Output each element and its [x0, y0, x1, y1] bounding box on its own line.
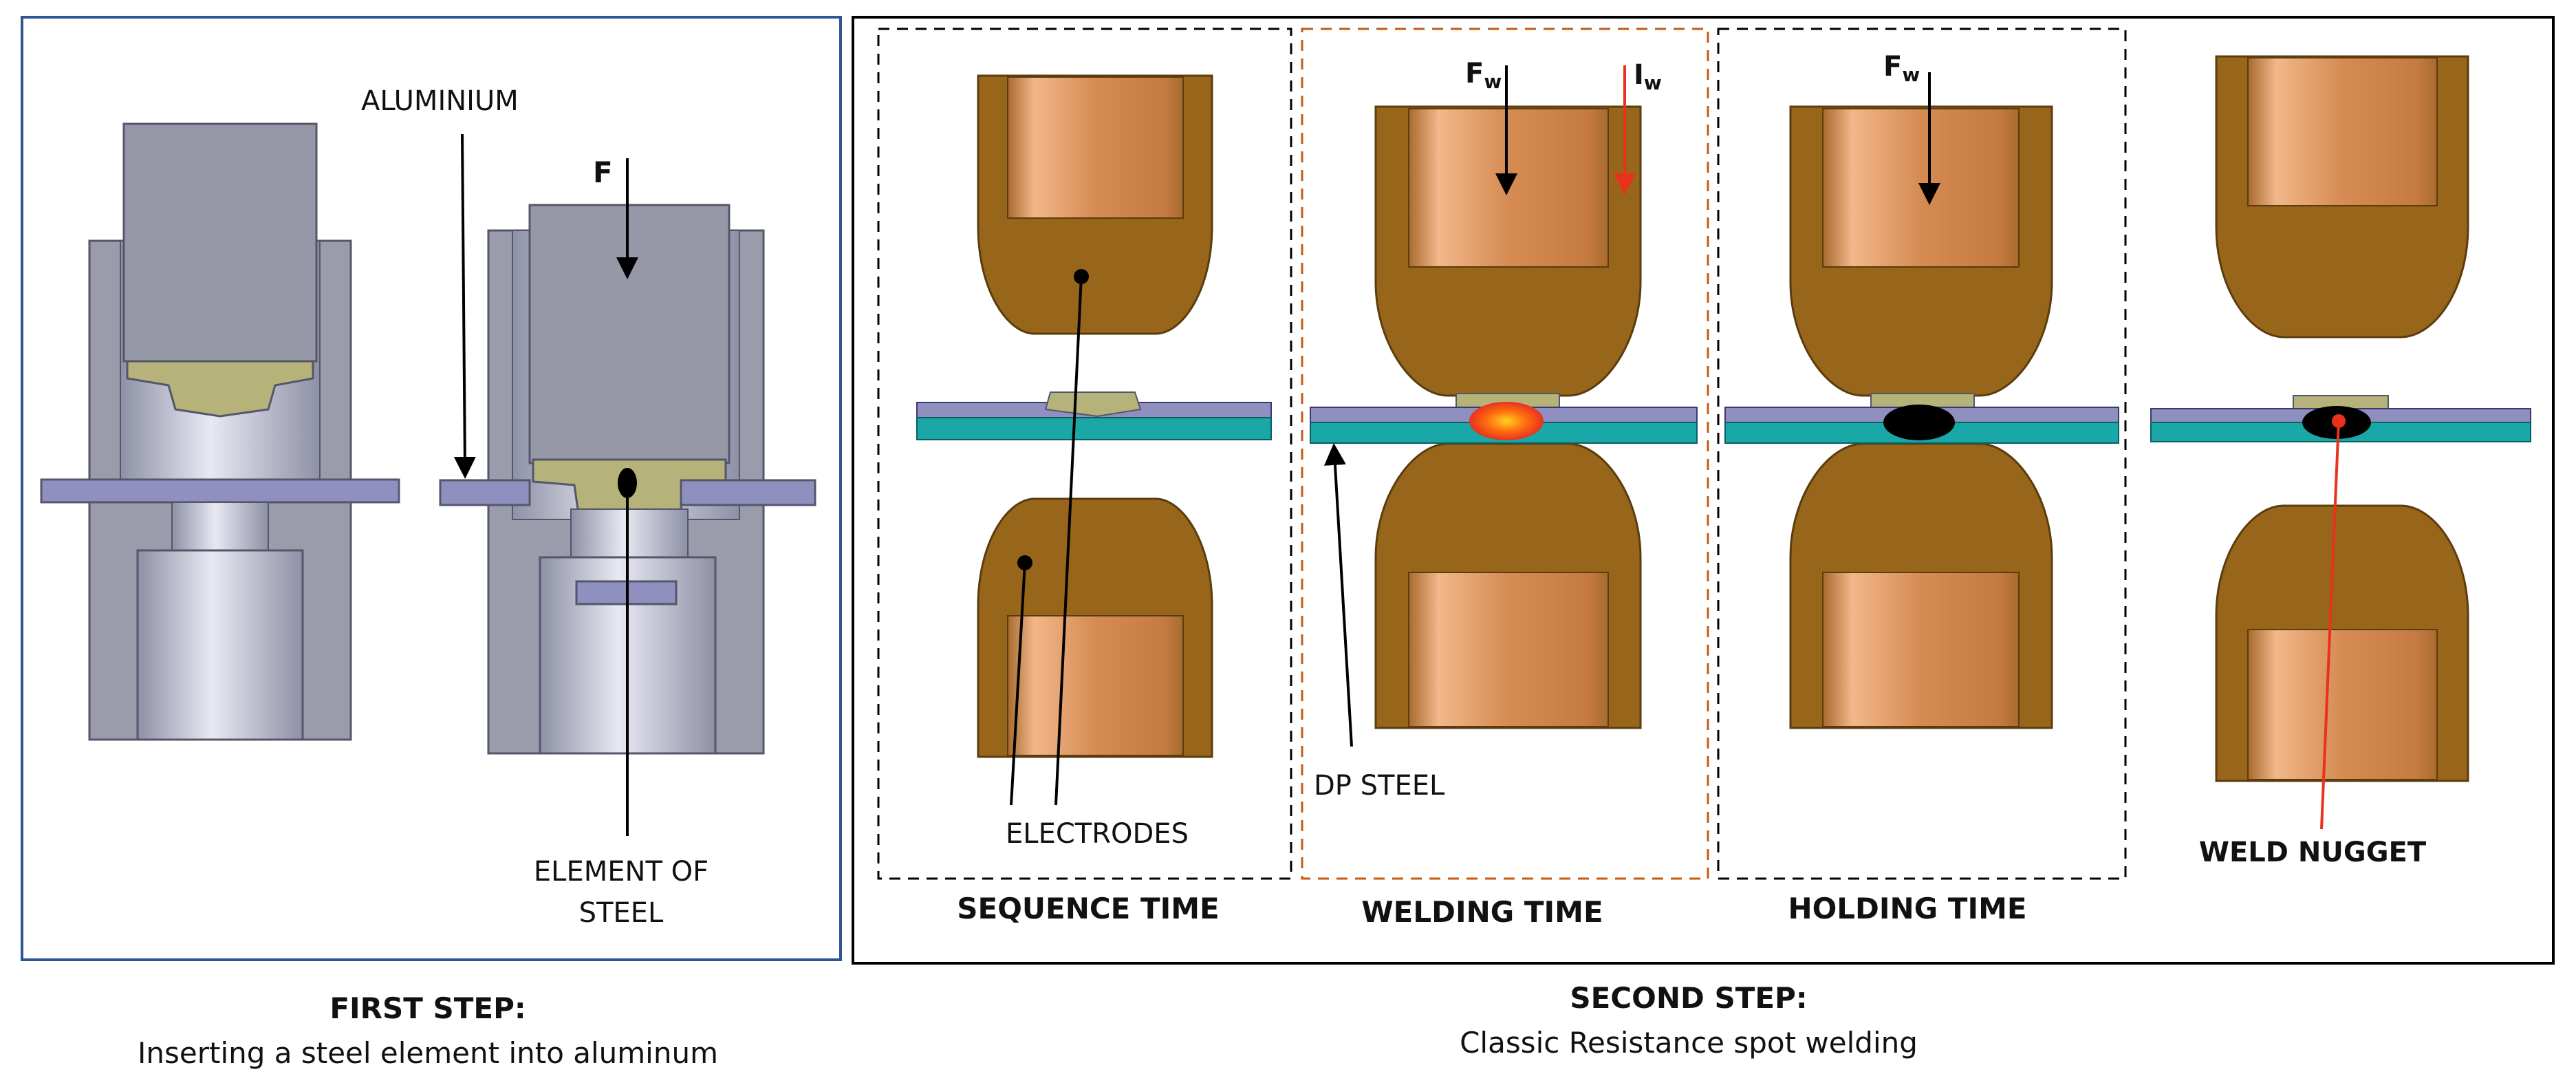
sequence-time-caption: SEQUENCE TIME	[957, 892, 1220, 925]
holding-time-caption: HOLDING TIME	[1788, 892, 2026, 925]
steel-element-label-line2: STEEL	[579, 897, 664, 929]
aluminium-label: ALUMINIUM	[361, 85, 519, 117]
force-label: F	[593, 155, 613, 189]
weld-nugget-holding	[1883, 405, 1955, 440]
electrode-pointer-bottom	[1010, 562, 1026, 806]
tool-during-insertion	[439, 204, 816, 755]
electrode-pointer-top	[1054, 276, 1083, 806]
weld-nugget-label: WELD NUGGET	[2199, 837, 2427, 868]
first-step-title: FIRST STEP:	[329, 991, 526, 1025]
welding-time-caption: WELDING TIME	[1361, 895, 1603, 929]
electrodes-label: ELECTRODES	[1006, 818, 1189, 850]
welding-current-label: Iw	[1634, 59, 1662, 94]
first-step-subtitle: Inserting a steel element into aluminum	[138, 1036, 718, 1070]
second-step-frame	[852, 16, 2555, 965]
holding-time-box	[1717, 28, 2127, 880]
dp-steel-label: DP STEEL	[1314, 770, 1445, 802]
steel-element-label-line1: ELEMENT OF	[534, 856, 708, 888]
tool-before-insertion	[40, 122, 400, 741]
heat-zone	[1469, 402, 1544, 440]
sequence-time-box	[877, 28, 1292, 880]
dp-steel-arrow	[1323, 443, 1353, 747]
welding-force-label: Fw	[1465, 58, 1502, 93]
welding-time-electrodes	[1310, 105, 1698, 729]
second-step-title: SECOND STEP:	[1570, 981, 1807, 1015]
result-electrodes	[2150, 55, 2531, 782]
holding-force-label: Fw	[1883, 51, 1920, 86]
holding-time-electrodes	[1724, 105, 2119, 729]
second-step-subtitle: Classic Resistance spot welding	[1460, 1026, 1918, 1060]
aluminium-arrow	[453, 133, 476, 479]
first-step-frame	[21, 16, 842, 961]
weld-nugget-pointer	[2320, 420, 2340, 830]
sequence-time-electrodes	[916, 74, 1272, 758]
welding-time-box	[1301, 28, 1709, 880]
